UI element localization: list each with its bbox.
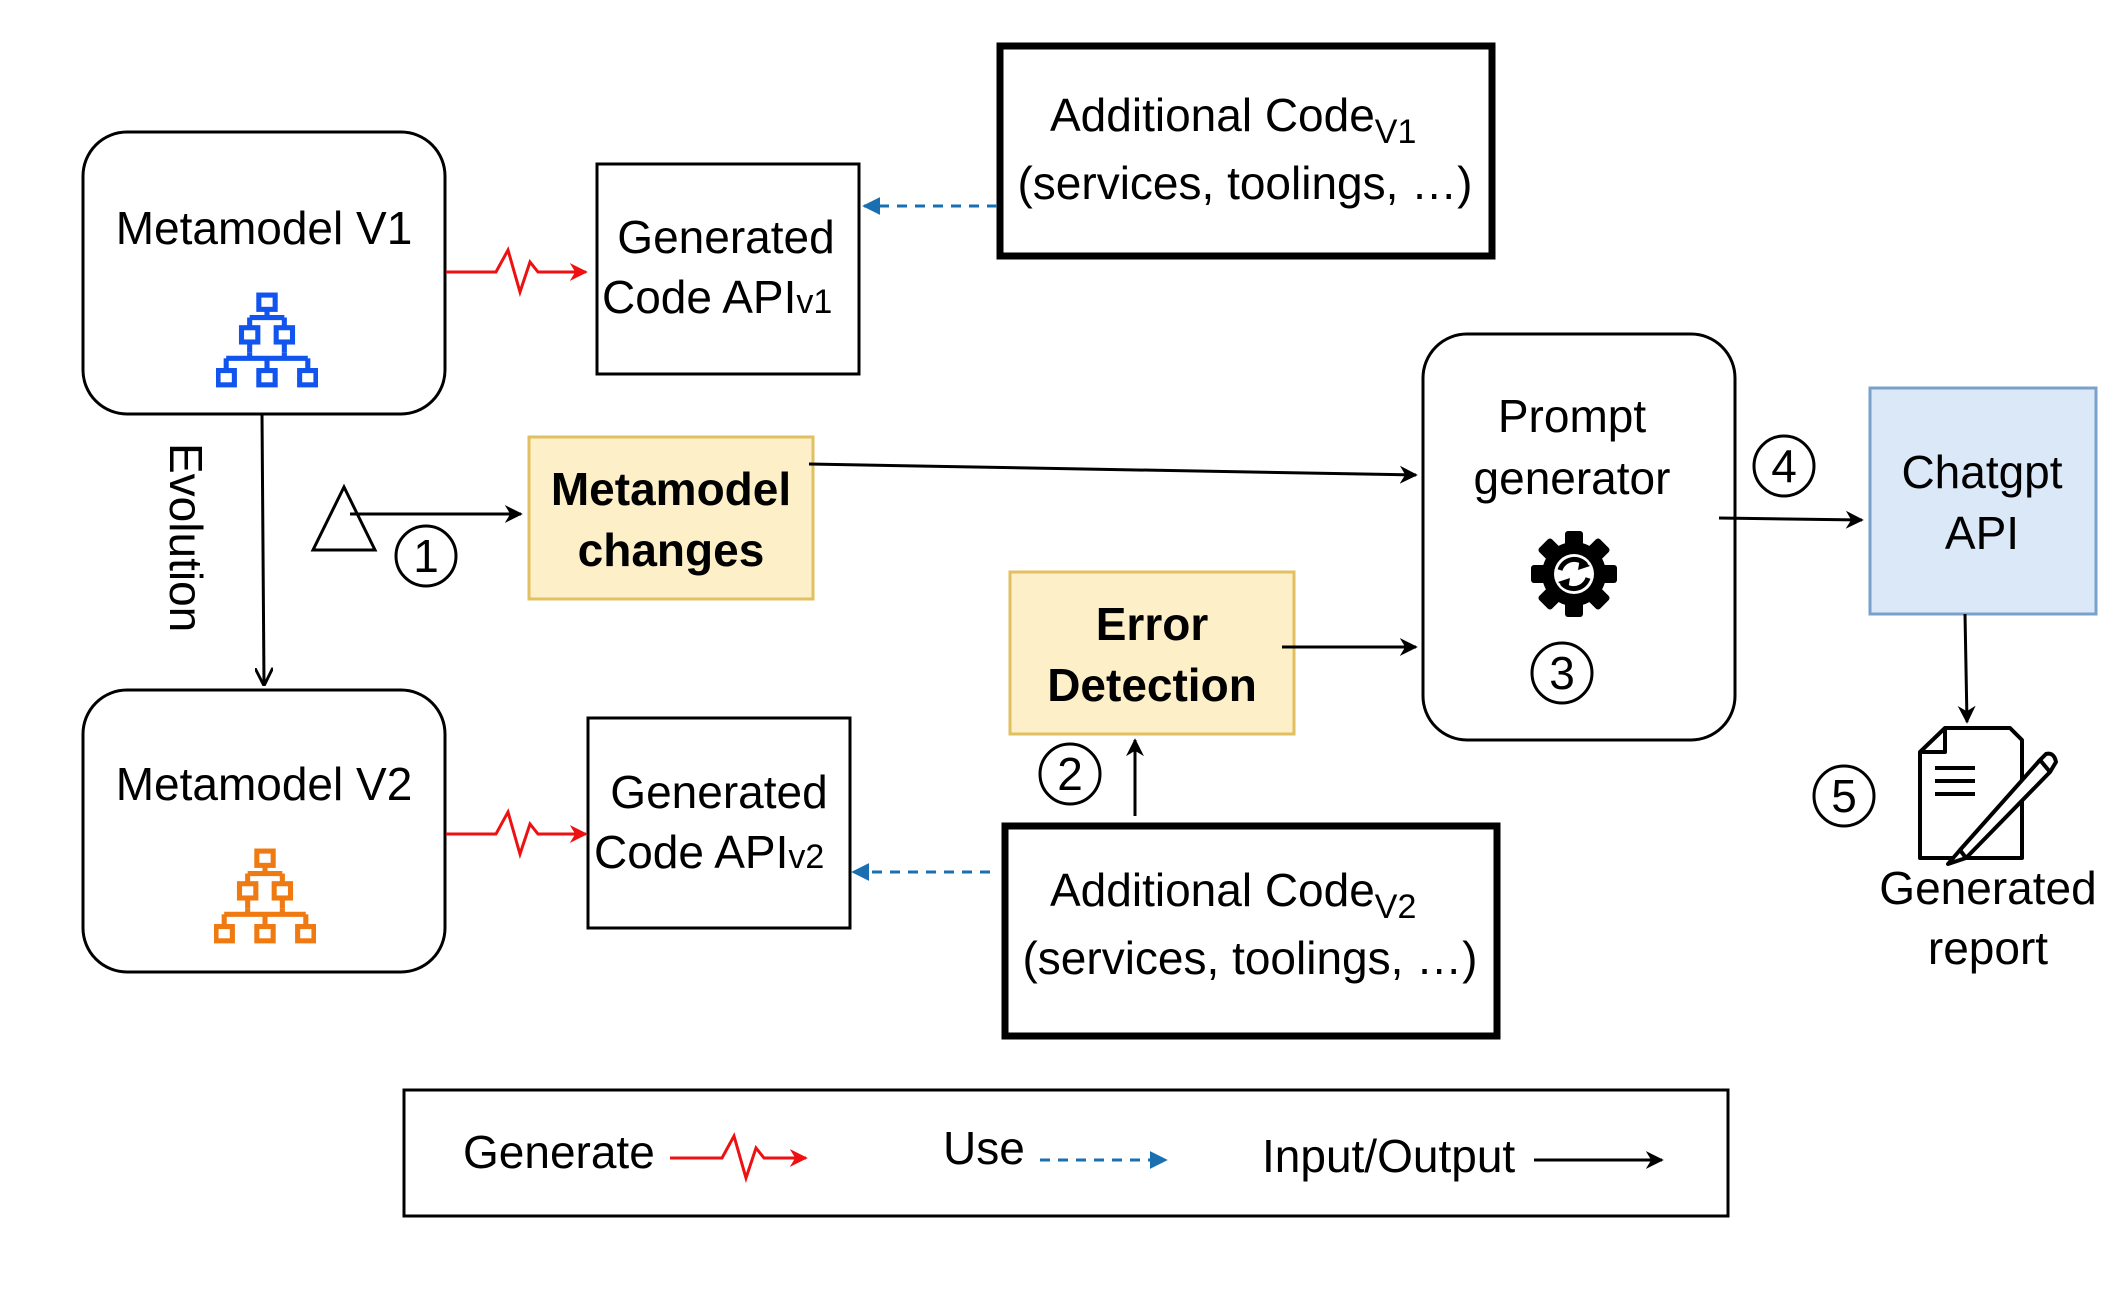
svg-text:3: 3 <box>1549 647 1575 699</box>
generated-code-api-v1-node[interactable]: Generated Code APIv1 <box>595 162 861 376</box>
error-detection-node[interactable]: Error Detection <box>1008 570 1296 736</box>
error-detection-line2: Detection <box>1047 659 1257 711</box>
step-marker-3: 3 <box>1530 641 1594 705</box>
generate-edge-v2 <box>446 808 588 860</box>
prompt-generator-node[interactable]: Prompt generator <box>1421 332 1737 742</box>
generated-report-node[interactable]: Generated report <box>1879 726 2097 974</box>
generated-report-line2: report <box>1928 922 2048 974</box>
error-detection-line1: Error <box>1096 598 1209 650</box>
svg-text:5: 5 <box>1831 770 1857 822</box>
evolution-edge <box>262 413 264 684</box>
metamodel-changes-line2: changes <box>578 524 765 576</box>
chatgpt-api-line2: API <box>1945 507 2019 559</box>
legend-use-label: Use <box>943 1122 1025 1174</box>
legend-generate-label: Generate <box>463 1126 655 1178</box>
chatgpt-api-line1: Chatgpt <box>1901 446 2062 498</box>
metamodel-changes-line1: Metamodel <box>551 463 791 515</box>
metamodel-v2-node[interactable]: Metamodel V2 <box>81 688 447 974</box>
generated-report-line1: Generated <box>1879 862 2096 914</box>
generated-code-api-v2-node[interactable]: Generated Code APIv2 <box>586 716 852 930</box>
metamodel-v1-node[interactable]: Metamodel V1 <box>81 130 447 416</box>
generated-api-v1-line1: Generated <box>617 211 834 263</box>
additional-code-v1-node[interactable]: Additional CodeV1 (services, toolings, …… <box>996 42 1496 260</box>
generated-api-v2-line2: Code APIv2 <box>594 826 824 878</box>
legend: Generate Use Input/Output <box>402 1088 1730 1218</box>
chatgpt-to-report-edge <box>1957 613 1976 724</box>
svg-text:1: 1 <box>413 530 439 582</box>
changes-to-prompt-edge <box>808 462 1418 484</box>
step-marker-2: 2 <box>1038 742 1102 806</box>
step-marker-5: 5 <box>1812 764 1876 828</box>
chatgpt-api-node[interactable]: Chatgpt API <box>1868 386 2098 616</box>
svg-text:4: 4 <box>1771 440 1797 492</box>
metamodel-v2-label: Metamodel V2 <box>116 758 413 810</box>
svg-text:2: 2 <box>1057 748 1083 800</box>
additional-code-v1-line1: Additional CodeV1 <box>1050 89 1416 151</box>
additional-code-v2-node[interactable]: Additional CodeV2 (services, toolings, …… <box>1001 822 1501 1040</box>
generated-api-v1-line2: Code APIv1 <box>602 271 832 323</box>
step-marker-1: 1 <box>394 524 458 588</box>
delta-triangle-icon <box>310 483 378 552</box>
evolution-label: Evolution <box>160 443 212 632</box>
prompt-generator-line1: Prompt <box>1498 390 1646 442</box>
additional-code-v2-line1: Additional CodeV2 <box>1050 864 1416 926</box>
generated-api-v2-line1: Generated <box>610 766 827 818</box>
prompt-to-chatgpt-edge <box>1718 510 1864 529</box>
legend-io-label: Input/Output <box>1262 1130 1515 1182</box>
additional-code-v2-line2: (services, toolings, …) <box>1022 932 1477 984</box>
metamodel-v1-label: Metamodel V1 <box>116 202 413 254</box>
document-pencil-icon <box>1918 726 2058 866</box>
generate-edge-v1 <box>446 246 588 298</box>
additional-code-v1-line2: (services, toolings, …) <box>1017 157 1472 209</box>
legend-generate-arrow <box>670 1132 808 1184</box>
prompt-generator-line2: generator <box>1474 452 1671 504</box>
gear-sync-icon <box>1531 531 1617 617</box>
metamodel-changes-node[interactable]: Metamodel changes <box>527 435 815 601</box>
step-marker-4: 4 <box>1752 434 1816 498</box>
